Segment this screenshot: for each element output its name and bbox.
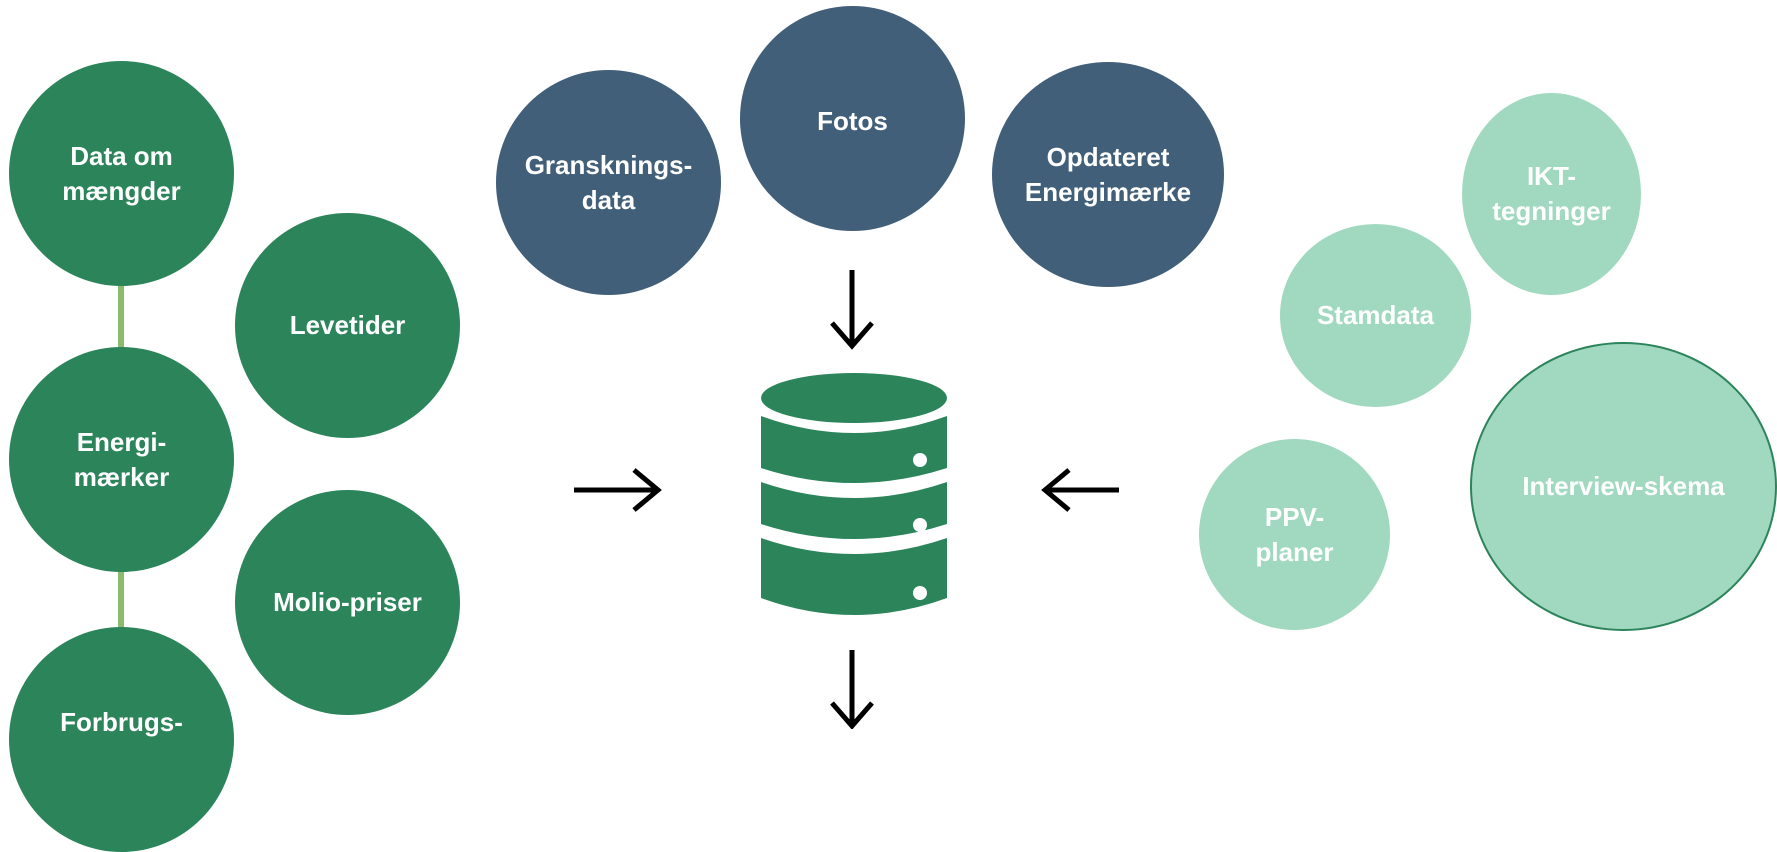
bubble-molio-priser: Molio-priser	[235, 490, 460, 715]
arrow-right-icon	[574, 468, 662, 512]
bubble-interview-skema: Interview-skema	[1470, 342, 1777, 631]
bubble-ikt-tegninger: IKT- tegninger	[1462, 93, 1641, 295]
bubble-levetider: Levetider	[235, 213, 460, 438]
bubble-data-om-maengder: Data om mængder	[9, 61, 234, 286]
arrow-left-icon	[1041, 468, 1119, 512]
bubble-stamdata: Stamdata	[1280, 224, 1471, 407]
connector-line	[118, 282, 124, 350]
bubble-fotos-label: Fotos	[817, 106, 888, 136]
diagram-canvas: Data om mængder Levetider Energi- mærker…	[9, 6, 1777, 852]
arrow-down-bottom-icon	[830, 650, 874, 729]
bubble-energimaerker: Energi- mærker	[9, 347, 234, 572]
connector-line	[118, 568, 124, 630]
bubble-forbrugs: Forbrugs-	[9, 627, 234, 852]
database-icon	[761, 373, 947, 615]
bubble-ppv-planer: PPV- planer	[1199, 439, 1390, 630]
bubble-forbrugs-label: Forbrugs-	[60, 707, 183, 737]
bubble-fotos: Fotos	[740, 6, 965, 231]
arrow-down-top-icon	[830, 270, 874, 350]
bubble-opdateret-energimaerke: Opdateret Energimærke	[992, 62, 1224, 287]
bubble-gransknings-data: Gransknings- data	[496, 70, 721, 295]
